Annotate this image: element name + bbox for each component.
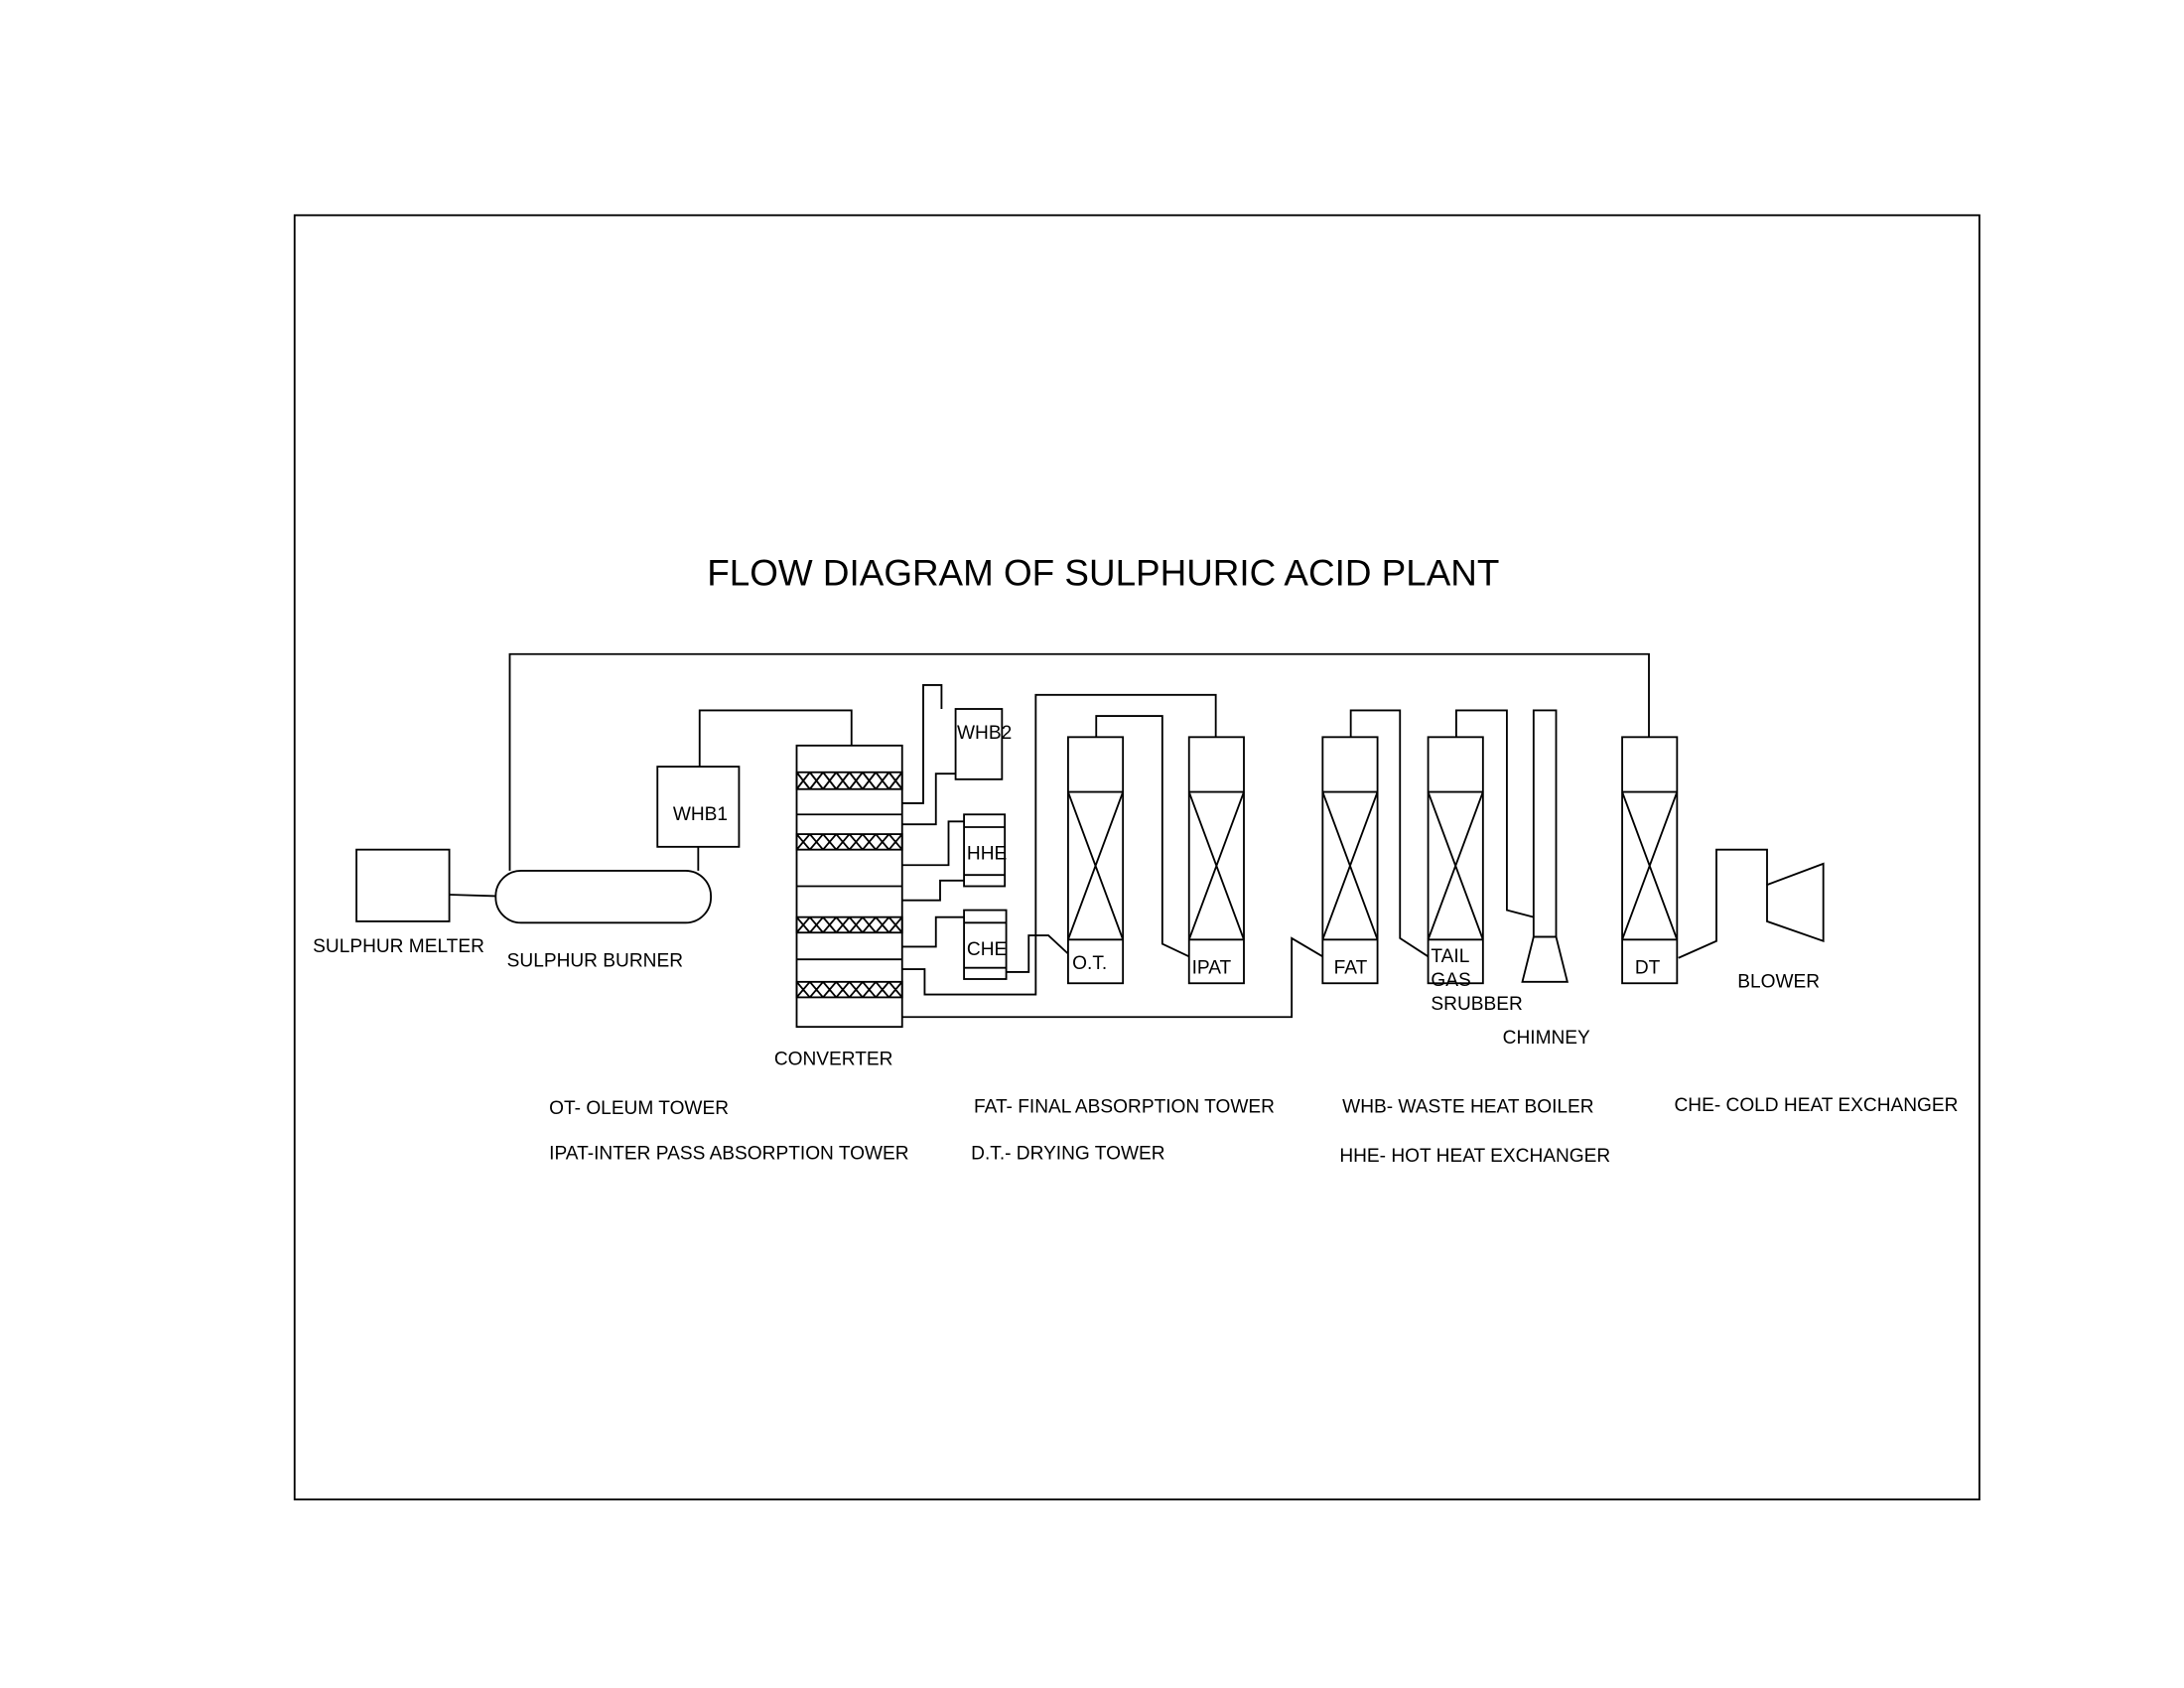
sulphur-melter <box>355 848 451 922</box>
converter-hhe-pipe <box>901 820 965 867</box>
chimney-stack <box>1532 709 1558 938</box>
legend-ipat: IPAT-INTER PASS ABSORPTION TOWER <box>549 1143 908 1164</box>
blower-label: BLOWER <box>1737 972 1820 993</box>
whb2 <box>954 708 1004 780</box>
packing-cross <box>1067 791 1125 940</box>
dt-blower-pipe <box>1678 848 1768 959</box>
converter-label: CONVERTER <box>774 1049 893 1069</box>
diagram-title: FLOW DIAGRAM OF SULPHURIC ACID PLANT <box>707 552 1499 593</box>
converter-whb2-pipe <box>901 683 943 804</box>
whb2-converter-return-pipe <box>901 773 956 826</box>
whb2-label: WHB2 <box>957 723 1012 744</box>
catalyst-hatch <box>795 981 903 999</box>
converter <box>795 744 903 1029</box>
sulphur-melter-label: SULPHUR MELTER <box>313 936 484 957</box>
fat-tower <box>1321 736 1379 985</box>
packing-cross <box>1427 791 1484 940</box>
converter-fat-pipe <box>901 936 1323 1019</box>
whb1-converter-pipe <box>698 709 853 768</box>
tail-gas-scrubber-label-1: TAIL <box>1431 946 1469 967</box>
chimney-label: CHIMNEY <box>1503 1028 1590 1049</box>
che-label: CHE <box>967 939 1007 960</box>
catalyst-hatch <box>795 772 903 790</box>
hhe-label: HHE <box>967 844 1007 865</box>
melter-burner-pipe <box>449 894 496 898</box>
legend-ot: OT- OLEUM TOWER <box>549 1098 729 1119</box>
hhe <box>963 813 1007 888</box>
dt-tower <box>1621 736 1679 985</box>
catalyst-bed <box>795 833 903 851</box>
air-recycle-pipe <box>508 652 1650 871</box>
sulphur-burner-label: SULPHUR BURNER <box>507 950 683 971</box>
packing-cross <box>1321 791 1379 940</box>
packing-cross <box>1621 791 1679 940</box>
ot-tower <box>1066 736 1125 985</box>
hhe-converter-pipe <box>901 879 965 902</box>
legend-fat: FAT- FINAL ABSORPTION TOWER <box>974 1097 1275 1118</box>
ot-ipat-pipe <box>1095 715 1190 958</box>
catalyst-bed <box>795 915 903 934</box>
catalyst-bed <box>795 771 903 790</box>
tower-shell <box>1621 736 1679 985</box>
catalyst-hatch <box>795 916 903 933</box>
catalyst-hatch <box>795 833 903 851</box>
catalyst-bed <box>795 980 903 999</box>
converter-che-pipe <box>901 915 965 948</box>
legend-dt: D.T.- DRYING TOWER <box>971 1143 1164 1164</box>
sulphur-burner <box>494 869 713 924</box>
fat-label: FAT <box>1334 957 1368 978</box>
ipat-tower <box>1187 736 1245 985</box>
chimney-base <box>1521 935 1570 983</box>
tower-shell <box>1321 736 1379 985</box>
che <box>963 909 1008 980</box>
fat-scrubber-pipe <box>1349 709 1430 958</box>
packing-cross <box>1187 791 1245 940</box>
blower <box>1766 862 1825 943</box>
tower-shell <box>1066 736 1125 985</box>
tail-gas-scrubber-label-3: SRUBBER <box>1431 994 1522 1015</box>
legend-hhe: HHE- HOT HEAT EXCHANGER <box>1339 1146 1610 1167</box>
converter-ipat-pipe <box>901 693 1217 996</box>
tail-gas-scrubber-label-2: GAS <box>1431 970 1470 991</box>
scrubber-chimney-pipe <box>1454 709 1535 918</box>
ot-label: O.T. <box>1072 953 1107 974</box>
ipat-label: IPAT <box>1192 957 1232 978</box>
drawing-border <box>293 213 1980 1501</box>
whb1-label: WHB1 <box>673 804 728 825</box>
legend-che: CHE- COLD HEAT EXCHANGER <box>1675 1095 1959 1116</box>
che-ot-pipe <box>1006 934 1069 973</box>
tower-shell <box>1187 736 1245 985</box>
dt-label: DT <box>1635 957 1661 978</box>
legend-whb: WHB- WASTE HEAT BOILER <box>1342 1097 1593 1118</box>
